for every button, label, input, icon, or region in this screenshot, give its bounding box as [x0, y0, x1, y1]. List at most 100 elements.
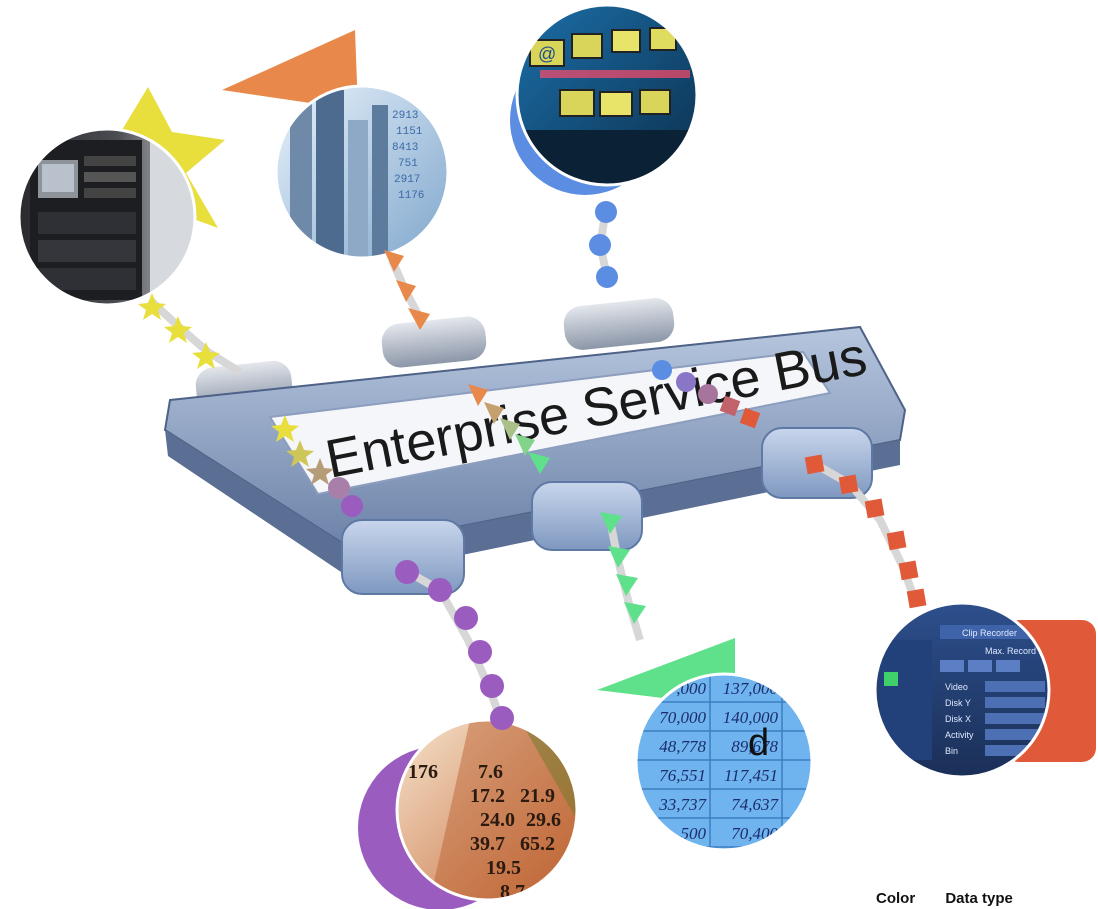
- financial-number: 7.6: [478, 761, 503, 783]
- circle-icon: [468, 640, 492, 664]
- financial-number: 29.6: [526, 809, 561, 831]
- triangle-icon: [616, 574, 638, 596]
- chain-clip-recorder: [804, 454, 927, 609]
- sheet-cell: 70,000: [659, 708, 706, 727]
- circle-icon: [698, 384, 718, 404]
- clip-recorder-field: Bin: [945, 746, 958, 756]
- circle-icon: [341, 495, 363, 517]
- financial-number: 21.9: [520, 785, 555, 807]
- star-icon: [138, 293, 166, 320]
- clip-recorder-field-box: [985, 697, 1045, 708]
- square-icon: [886, 530, 907, 551]
- sheet-cell: 117,451: [724, 766, 778, 785]
- square-icon: [898, 560, 919, 581]
- triangle-icon: [515, 434, 535, 456]
- sheet-cell: 76,551: [659, 766, 706, 785]
- circle-icon: [328, 477, 350, 499]
- clip-recorder-field: Disk Y: [945, 698, 971, 708]
- star-icon: [306, 458, 334, 485]
- clip-recorder-border: [873, 601, 1051, 779]
- square-icon: [719, 395, 741, 417]
- triangle-icon: [484, 402, 504, 424]
- sheet-cell: 500: [681, 824, 707, 843]
- legend-caption: Color Data type: [876, 890, 1039, 907]
- square-icon: [804, 454, 825, 475]
- circle-icon: [596, 266, 618, 288]
- clip-recorder-field-box: [985, 713, 1045, 724]
- svg-text:2913: 2913: [392, 110, 418, 122]
- financial-border: [395, 718, 579, 902]
- bus-frame: Enterprise Service Bus: [163, 298, 907, 595]
- triangle-shape-orange: [222, 30, 358, 110]
- chain-bus-middle: [468, 384, 550, 474]
- square-icon: [739, 407, 761, 429]
- clip-recorder-title: Clip Recorder: [962, 628, 1017, 638]
- circle-icon: [676, 372, 696, 392]
- chain-financial: [395, 560, 514, 730]
- triangle-icon: [600, 512, 622, 534]
- circle-icon: [395, 560, 419, 584]
- square-icon: [906, 588, 927, 609]
- legend-datatype-header: Data type: [945, 890, 1013, 907]
- spreadsheet-border: [634, 672, 814, 852]
- financial-number: 65.2: [520, 833, 555, 855]
- city-photo-border: [274, 84, 450, 260]
- star-icon: [192, 342, 220, 369]
- chain-city: [384, 250, 430, 330]
- svg-text:1176: 1176: [398, 190, 424, 202]
- star-icon: [286, 440, 314, 467]
- svg-text:@: @: [538, 44, 556, 64]
- financial-number: 19.5: [486, 857, 521, 879]
- sheet-cell: 74,637: [731, 795, 779, 814]
- triangle-icon: [624, 602, 646, 624]
- triangle-icon: [384, 250, 404, 272]
- svg-text:8413: 8413: [392, 142, 418, 154]
- city-photo: 2913 1151 8413 751 2917 1176: [276, 86, 448, 258]
- clip-recorder-field: Video: [945, 682, 968, 692]
- legend-color-header: Color: [876, 890, 916, 907]
- clip-recorder-subtitle: Max. Record ti: [985, 646, 1043, 656]
- financial-number: 39.7: [470, 833, 505, 855]
- financial-number: 24.0: [480, 809, 515, 831]
- triangle-icon: [396, 280, 416, 302]
- clip-recorder-field-box: [985, 745, 1045, 756]
- star-icon: [164, 316, 192, 343]
- circle-icon: [589, 234, 611, 256]
- triangle-icon: [468, 384, 488, 406]
- chain-spreadsheet: [600, 512, 646, 642]
- financial-number: 17.2: [470, 785, 505, 807]
- clip-recorder-field: Activity: [945, 730, 974, 740]
- svg-text:751: 751: [398, 158, 418, 170]
- clip-recorder-field-box: [985, 681, 1045, 692]
- svg-text:1151: 1151: [396, 126, 423, 138]
- circle-icon: [428, 578, 452, 602]
- sheet-cell: 70,400: [731, 824, 778, 843]
- triangle-icon: [500, 418, 520, 440]
- partial-text: d: [748, 722, 770, 764]
- sheet-cell: 140,000: [723, 708, 779, 727]
- chain-bus-left: [271, 415, 363, 517]
- circle-icon: [480, 674, 504, 698]
- circle-icon: [454, 606, 478, 630]
- sheet-cell: 48,778: [659, 737, 706, 756]
- clip-recorder-field-box: [985, 729, 1045, 740]
- financial-number: 176: [408, 761, 438, 783]
- triangle-icon: [608, 546, 630, 568]
- square-icon: [864, 498, 885, 519]
- server-photo-border: [17, 127, 197, 307]
- circle-icon: [595, 201, 617, 223]
- sheet-cell: 89,678: [731, 737, 778, 756]
- triangle-icon: [528, 452, 550, 474]
- network-photo-border: [515, 3, 699, 187]
- sheet-cell: 33,737: [658, 795, 707, 814]
- triangle-icon: [408, 308, 430, 330]
- square-icon: [838, 474, 859, 495]
- circle-icon: [490, 706, 514, 730]
- svg-text:2917: 2917: [394, 174, 420, 186]
- circle-icon: [652, 360, 672, 380]
- star-icon: [271, 415, 299, 442]
- chain-bus-right: [652, 360, 761, 429]
- chain-server: [138, 293, 243, 376]
